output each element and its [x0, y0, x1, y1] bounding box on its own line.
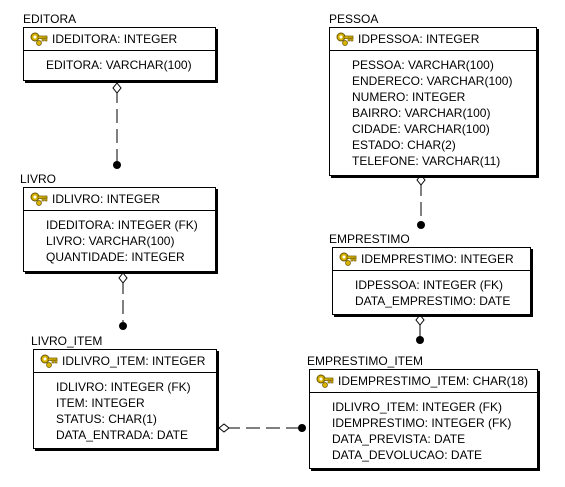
entity-livro-item[interactable]: IDLIVRO_ITEM: INTEGER IDLIVRO: INTEGER (… — [33, 349, 217, 449]
attribute: NUMERO: INTEGER — [352, 90, 466, 104]
entity-pessoa[interactable]: IDPESSOA: INTEGER PESSOA: VARCHAR(100) E… — [329, 27, 537, 176]
attribute: EDITORA: VARCHAR(100) — [46, 58, 192, 72]
rel-pessoa-emprestimo — [416, 174, 426, 229]
one-diamond — [112, 82, 122, 94]
pk-row: IDLIVRO_ITEM: INTEGER — [34, 350, 216, 373]
rel-livroitem-emprestimoitem — [218, 423, 306, 433]
pk-row: IDEMPRESTIMO_ITEM: CHAR(18) — [310, 370, 537, 393]
pk-label: IDEMPRESTIMO: INTEGER — [361, 252, 514, 266]
entity-title-livro-item: LIVRO_ITEM — [31, 334, 103, 348]
attribute: DATA_ENTRADA: DATE — [56, 428, 189, 442]
one-diamond — [118, 272, 128, 284]
attribute: IDLIVRO: INTEGER (FK) — [56, 380, 191, 394]
pk-label: IDEDITORA: INTEGER — [52, 32, 178, 46]
attribute-list: IDEDITORA: INTEGER (FK) LIVRO: VARCHAR(1… — [24, 211, 215, 265]
many-dot — [298, 424, 306, 432]
entity-title-emprestimo: EMPRESTIMO — [329, 232, 410, 246]
pk-label: IDPESSOA: INTEGER — [358, 32, 480, 46]
attribute: TELEFONE: VARCHAR(11) — [352, 154, 501, 168]
key-icon — [30, 32, 48, 46]
entity-emprestimo-item[interactable]: IDEMPRESTIMO_ITEM: CHAR(18) IDLIVRO_ITEM… — [309, 369, 538, 469]
one-diamond — [416, 174, 426, 186]
attribute: QUANTIDADE: INTEGER — [46, 250, 185, 264]
pk-row: IDEMPRESTIMO: INTEGER — [333, 248, 530, 271]
many-dot — [119, 322, 127, 330]
attribute: LIVRO: VARCHAR(100) — [46, 234, 175, 248]
attribute: IDEMPRESTIMO: INTEGER (FK) — [332, 416, 512, 430]
attribute: DATA_EMPRESTIMO: DATE — [355, 294, 511, 308]
attribute: STATUS: CHAR(1) — [56, 412, 157, 426]
many-dot — [416, 336, 424, 344]
attribute-list: IDLIVRO: INTEGER (FK) ITEM: INTEGER STAT… — [34, 373, 216, 443]
attribute: DATA_PREVISTA: DATE — [332, 432, 466, 446]
attribute: ITEM: INTEGER — [56, 396, 145, 410]
many-dot — [113, 161, 121, 169]
attribute: IDPESSOA: INTEGER (FK) — [355, 278, 504, 292]
attribute: IDLIVRO_ITEM: INTEGER (FK) — [332, 400, 503, 414]
rel-livro-livroitem — [118, 272, 128, 330]
attribute: IDEDITORA: INTEGER (FK) — [46, 218, 198, 232]
entity-emprestimo[interactable]: IDEMPRESTIMO: INTEGER IDPESSOA: INTEGER … — [332, 247, 531, 315]
entity-title-emprestimo-item: EMPRESTIMO_ITEM — [307, 354, 424, 368]
one-diamond — [218, 423, 230, 433]
pk-label: IDLIVRO_ITEM: INTEGER — [62, 354, 206, 368]
attribute-list: PESSOA: VARCHAR(100) ENDERECO: VARCHAR(1… — [330, 51, 536, 169]
attribute-list: IDLIVRO_ITEM: INTEGER (FK) IDEMPRESTIMO:… — [310, 393, 537, 463]
attribute: CIDADE: VARCHAR(100) — [352, 122, 490, 136]
key-icon — [339, 252, 357, 266]
attribute: PESSOA: VARCHAR(100) — [352, 58, 494, 72]
key-icon — [30, 192, 48, 206]
attribute-list: EDITORA: VARCHAR(100) — [24, 51, 215, 73]
attribute-list: IDPESSOA: INTEGER (FK) DATA_EMPRESTIMO: … — [333, 271, 530, 309]
pk-row: IDLIVRO: INTEGER — [24, 188, 215, 211]
key-icon — [336, 32, 354, 46]
entity-title-livro: LIVRO — [20, 172, 57, 186]
key-icon — [316, 374, 334, 388]
pk-row: IDEDITORA: INTEGER — [24, 28, 215, 51]
one-diamond — [415, 314, 425, 326]
attribute: DATA_DEVOLUCAO: DATE — [332, 448, 483, 462]
attribute: ENDERECO: VARCHAR(100) — [352, 74, 513, 88]
entity-editora[interactable]: IDEDITORA: INTEGER EDITORA: VARCHAR(100) — [23, 27, 216, 81]
rel-editora-livro — [112, 82, 122, 169]
attribute: BAIRRO: VARCHAR(100) — [352, 106, 491, 120]
key-icon — [40, 354, 58, 368]
attribute: ESTADO: CHAR(2) — [352, 138, 456, 152]
rel-emprestimo-emprestimoitem — [415, 314, 425, 344]
pk-label: IDLIVRO: INTEGER — [52, 192, 161, 206]
pk-label: IDEMPRESTIMO_ITEM: CHAR(18) — [338, 374, 529, 388]
entity-title-pessoa: PESSOA — [329, 12, 379, 26]
entity-livro[interactable]: IDLIVRO: INTEGER IDEDITORA: INTEGER (FK)… — [23, 187, 216, 272]
pk-row: IDPESSOA: INTEGER — [330, 28, 536, 51]
entity-title-editora: EDITORA — [23, 12, 77, 26]
many-dot — [417, 221, 425, 229]
